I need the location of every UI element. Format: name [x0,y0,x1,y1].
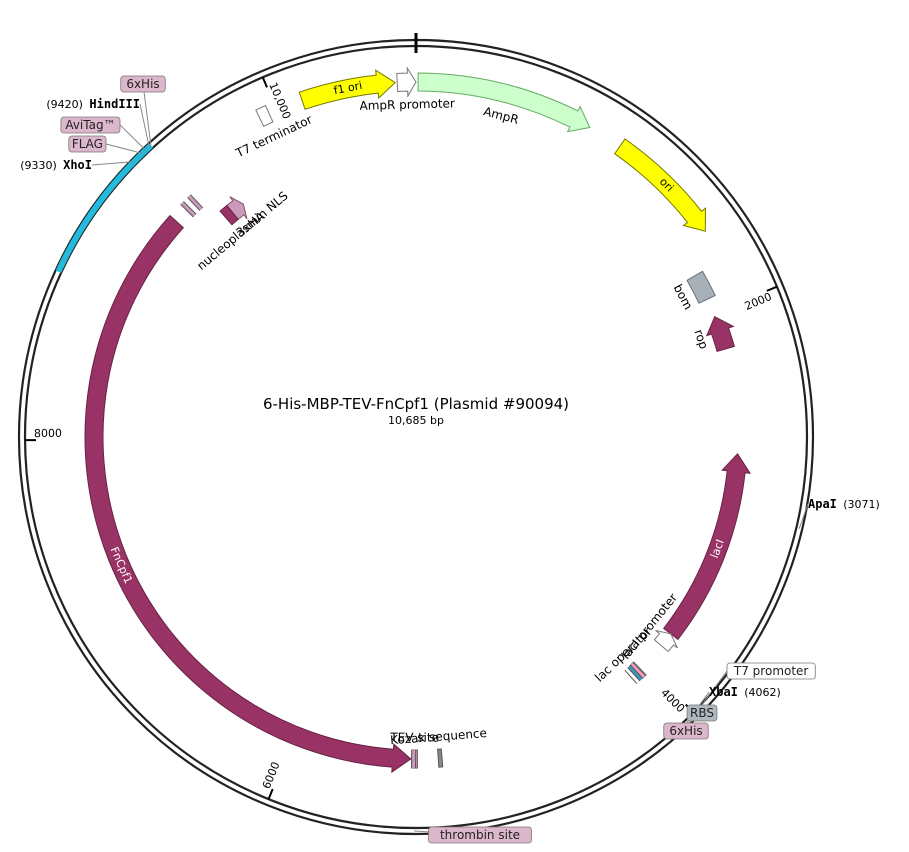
callout-label: AviTag™ [65,118,115,132]
feature-bom[interactable] [686,270,716,304]
site-name: HindIII [89,97,140,111]
callout-label: RBS [690,706,714,720]
callout-line-hindiii [139,103,150,148]
feature-label-ampr-promoter: AmpR promoter [359,96,455,113]
tick-mark [267,788,274,800]
tick-label: 6000 [260,760,283,791]
callout-xbai[interactable]: XbaI (4062) [709,685,781,699]
callout-thrombin-site[interactable]: thrombin site [428,826,532,844]
feature-laci-promoter[interactable] [653,629,678,653]
callout-label: thrombin site [440,828,520,842]
callout-t7-promoter[interactable]: T7 promoter [726,662,816,680]
tick-label: 8000 [34,427,62,440]
callout-box [686,704,718,722]
callout-apai[interactable]: ApaI (3071) [808,497,880,511]
callout-6xhis-2[interactable]: 6xHis [663,722,709,740]
feature-label-tev-site: TEV site [389,730,439,744]
tick-label: 2000 [743,290,774,313]
callout-box [428,826,532,844]
feature-3xha[interactable] [226,196,248,221]
small-feature-mark-fill [630,662,646,678]
callout-label: 6xHis [126,77,159,91]
tick-label: 4000 [658,686,687,715]
tick-mark [766,285,778,292]
feature-ampr-promoter[interactable] [396,66,417,98]
feature-kozak-sequence[interactable] [437,748,444,768]
feature-t7-terminator[interactable] [255,104,274,127]
callout-rbs[interactable]: RBS [686,704,718,722]
callout-flag[interactable]: FLAG [68,135,107,153]
feature-label-laci: lacI [708,538,727,560]
callout-line-flag [105,143,143,154]
highlight-region [55,143,153,273]
site-name: XbaI [709,685,738,699]
tick-label: 10,000 [266,80,293,121]
callout-label: 6xHis [669,724,702,738]
feature-rop[interactable] [705,315,735,352]
callout-xhoi[interactable]: XhoI (9330) [20,158,92,172]
highlight-arc [55,143,153,273]
site-position: (4062) [744,686,781,699]
callout-line-xhoi [91,161,135,166]
feature-nucleoplasmin-nls[interactable] [219,204,239,226]
feature-f1-ori[interactable] [298,69,396,110]
site-position: (9330) [20,159,57,172]
small-feature-mark-fill [180,201,196,217]
plasmid-title: 6-His-MBP-TEV-FnCpf1 (Plasmid #90094) [263,395,569,413]
callout-box [120,75,166,93]
callout-line-apai [798,503,809,529]
site-name: ApaI [808,497,837,511]
feature-laci[interactable] [662,452,752,641]
small-feature-mark-fill [627,665,643,681]
site-position: (9420) [46,98,83,111]
feature-label-f1-ori: f1 ori [333,79,364,97]
callout-label: FLAG [72,137,103,151]
plasmid-length: 10,685 bp [388,414,444,427]
callout-box [60,116,121,134]
callout-avitag[interactable]: AviTag™ [60,116,121,134]
feature-label-t7-terminator: T7 terminator [233,112,315,160]
feature-ori[interactable] [613,138,706,232]
feature-ampr[interactable] [417,72,591,133]
site-position: (3071) [843,498,880,511]
callout-hindiii[interactable]: HindIII (9420) [46,97,140,111]
callout-label: T7 promoter [733,664,809,678]
small-feature-mark-fill [625,667,640,684]
callout-box [68,135,107,153]
callout-line-6xhis [142,83,152,146]
callout-line-avitag [119,124,147,151]
callout-box [663,722,709,740]
feature-label-rop: rop [691,328,711,351]
callout-6xhis[interactable]: 6xHis [120,75,166,93]
feature-fncpf1[interactable] [84,214,412,774]
site-name: XhoI [63,158,92,172]
feature-label-ampr: AmpR [482,104,520,127]
feature-label-nucleoplasmin-nls: nucleoplasmin NLS [194,189,290,273]
small-feature-mark-fill [187,195,203,211]
callout-layer: 6xHisHindIII(9420)AviTag™FLAGXhoI(9330)A… [20,75,880,844]
tick-mark [261,76,268,88]
callout-box [726,662,816,680]
